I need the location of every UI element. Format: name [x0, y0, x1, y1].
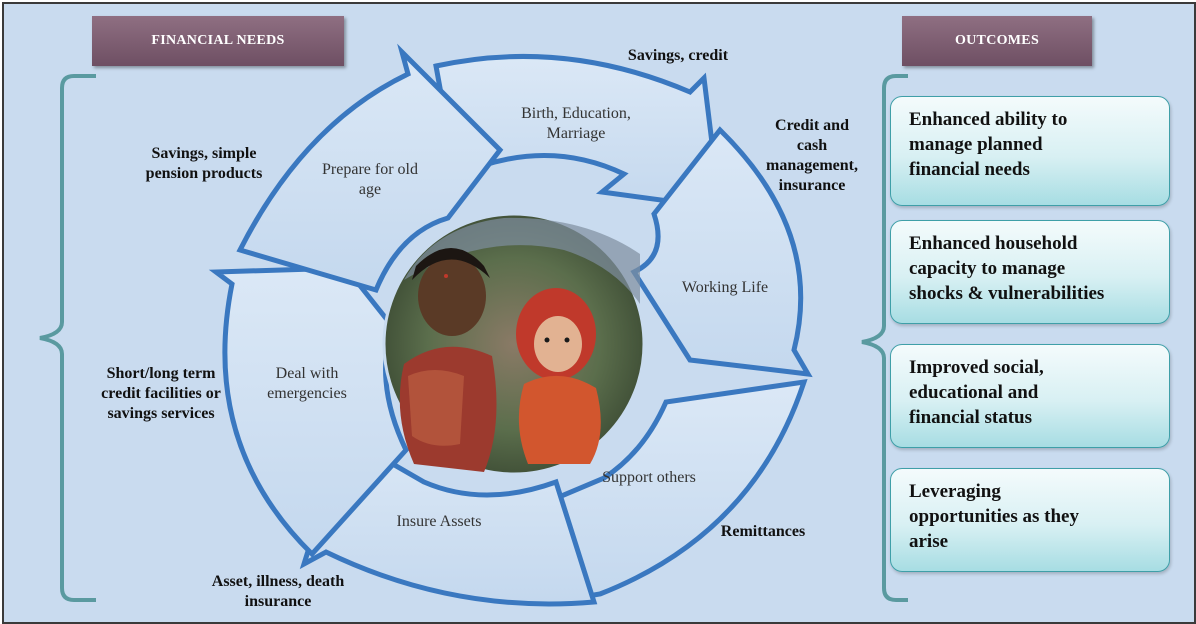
stage-insure-assets: Insure Assets [396, 513, 482, 530]
outcomes-header: OUTCOMES [902, 16, 1092, 66]
arrow-working-life [630, 126, 813, 378]
outcome-box-1: Enhanced ability to manage planned finan… [890, 96, 1170, 206]
outcome-box-2: Enhanced household capacity to manage sh… [890, 220, 1170, 324]
cycle-diagram [39, 43, 908, 607]
arrow-support-others [510, 378, 808, 601]
outcome-text-3: Improved social, educational and financi… [909, 357, 1044, 428]
need-remittances: Remittances [720, 523, 806, 540]
center-photo [382, 212, 646, 476]
arrow-birth [433, 53, 723, 211]
outcomes-header-text: OUTCOMES [954, 33, 1040, 48]
need-credit-facilities-savings: Short/long term credit facilities or sav… [101, 365, 221, 422]
financial-needs-header: FINANCIAL NEEDS [92, 16, 344, 66]
stage-deal-with-emergencies: Deal with emergencies [267, 365, 347, 402]
need-asset-illness-death-insurance: Asset, illness, death insurance [211, 573, 345, 610]
outcome-text-1: Enhanced ability to manage planned finan… [909, 109, 1068, 180]
stage-birth-education-marriage: Birth, Education, Marriage [521, 105, 631, 142]
arrow-old-age [236, 43, 504, 294]
cycle-arrows [208, 43, 813, 607]
needs-bracket [39, 74, 96, 602]
need-pension-products: Savings, simple pension products [145, 145, 263, 182]
outcome-text-4: Leveraging opportunities as they arise [909, 481, 1079, 552]
outcome-box-4: Leveraging opportunities as they arise [890, 468, 1170, 572]
outcome-box-3: Improved social, educational and financi… [890, 344, 1170, 448]
stage-support-others: Support others [602, 469, 696, 486]
need-credit-cash-management: Credit and cash management, insurance [766, 117, 858, 194]
stage-prepare-for-old-age: Prepare for old age [322, 161, 418, 198]
outcome-text-2: Enhanced household capacity to manage sh… [909, 233, 1105, 304]
financial-needs-header-text: FINANCIAL NEEDS [151, 33, 285, 48]
outcomes-bracket [861, 74, 908, 602]
stage-working-life: Working Life [681, 279, 769, 296]
need-savings-credit: Savings, credit [627, 47, 729, 64]
arrow-emergencies [208, 265, 409, 558]
